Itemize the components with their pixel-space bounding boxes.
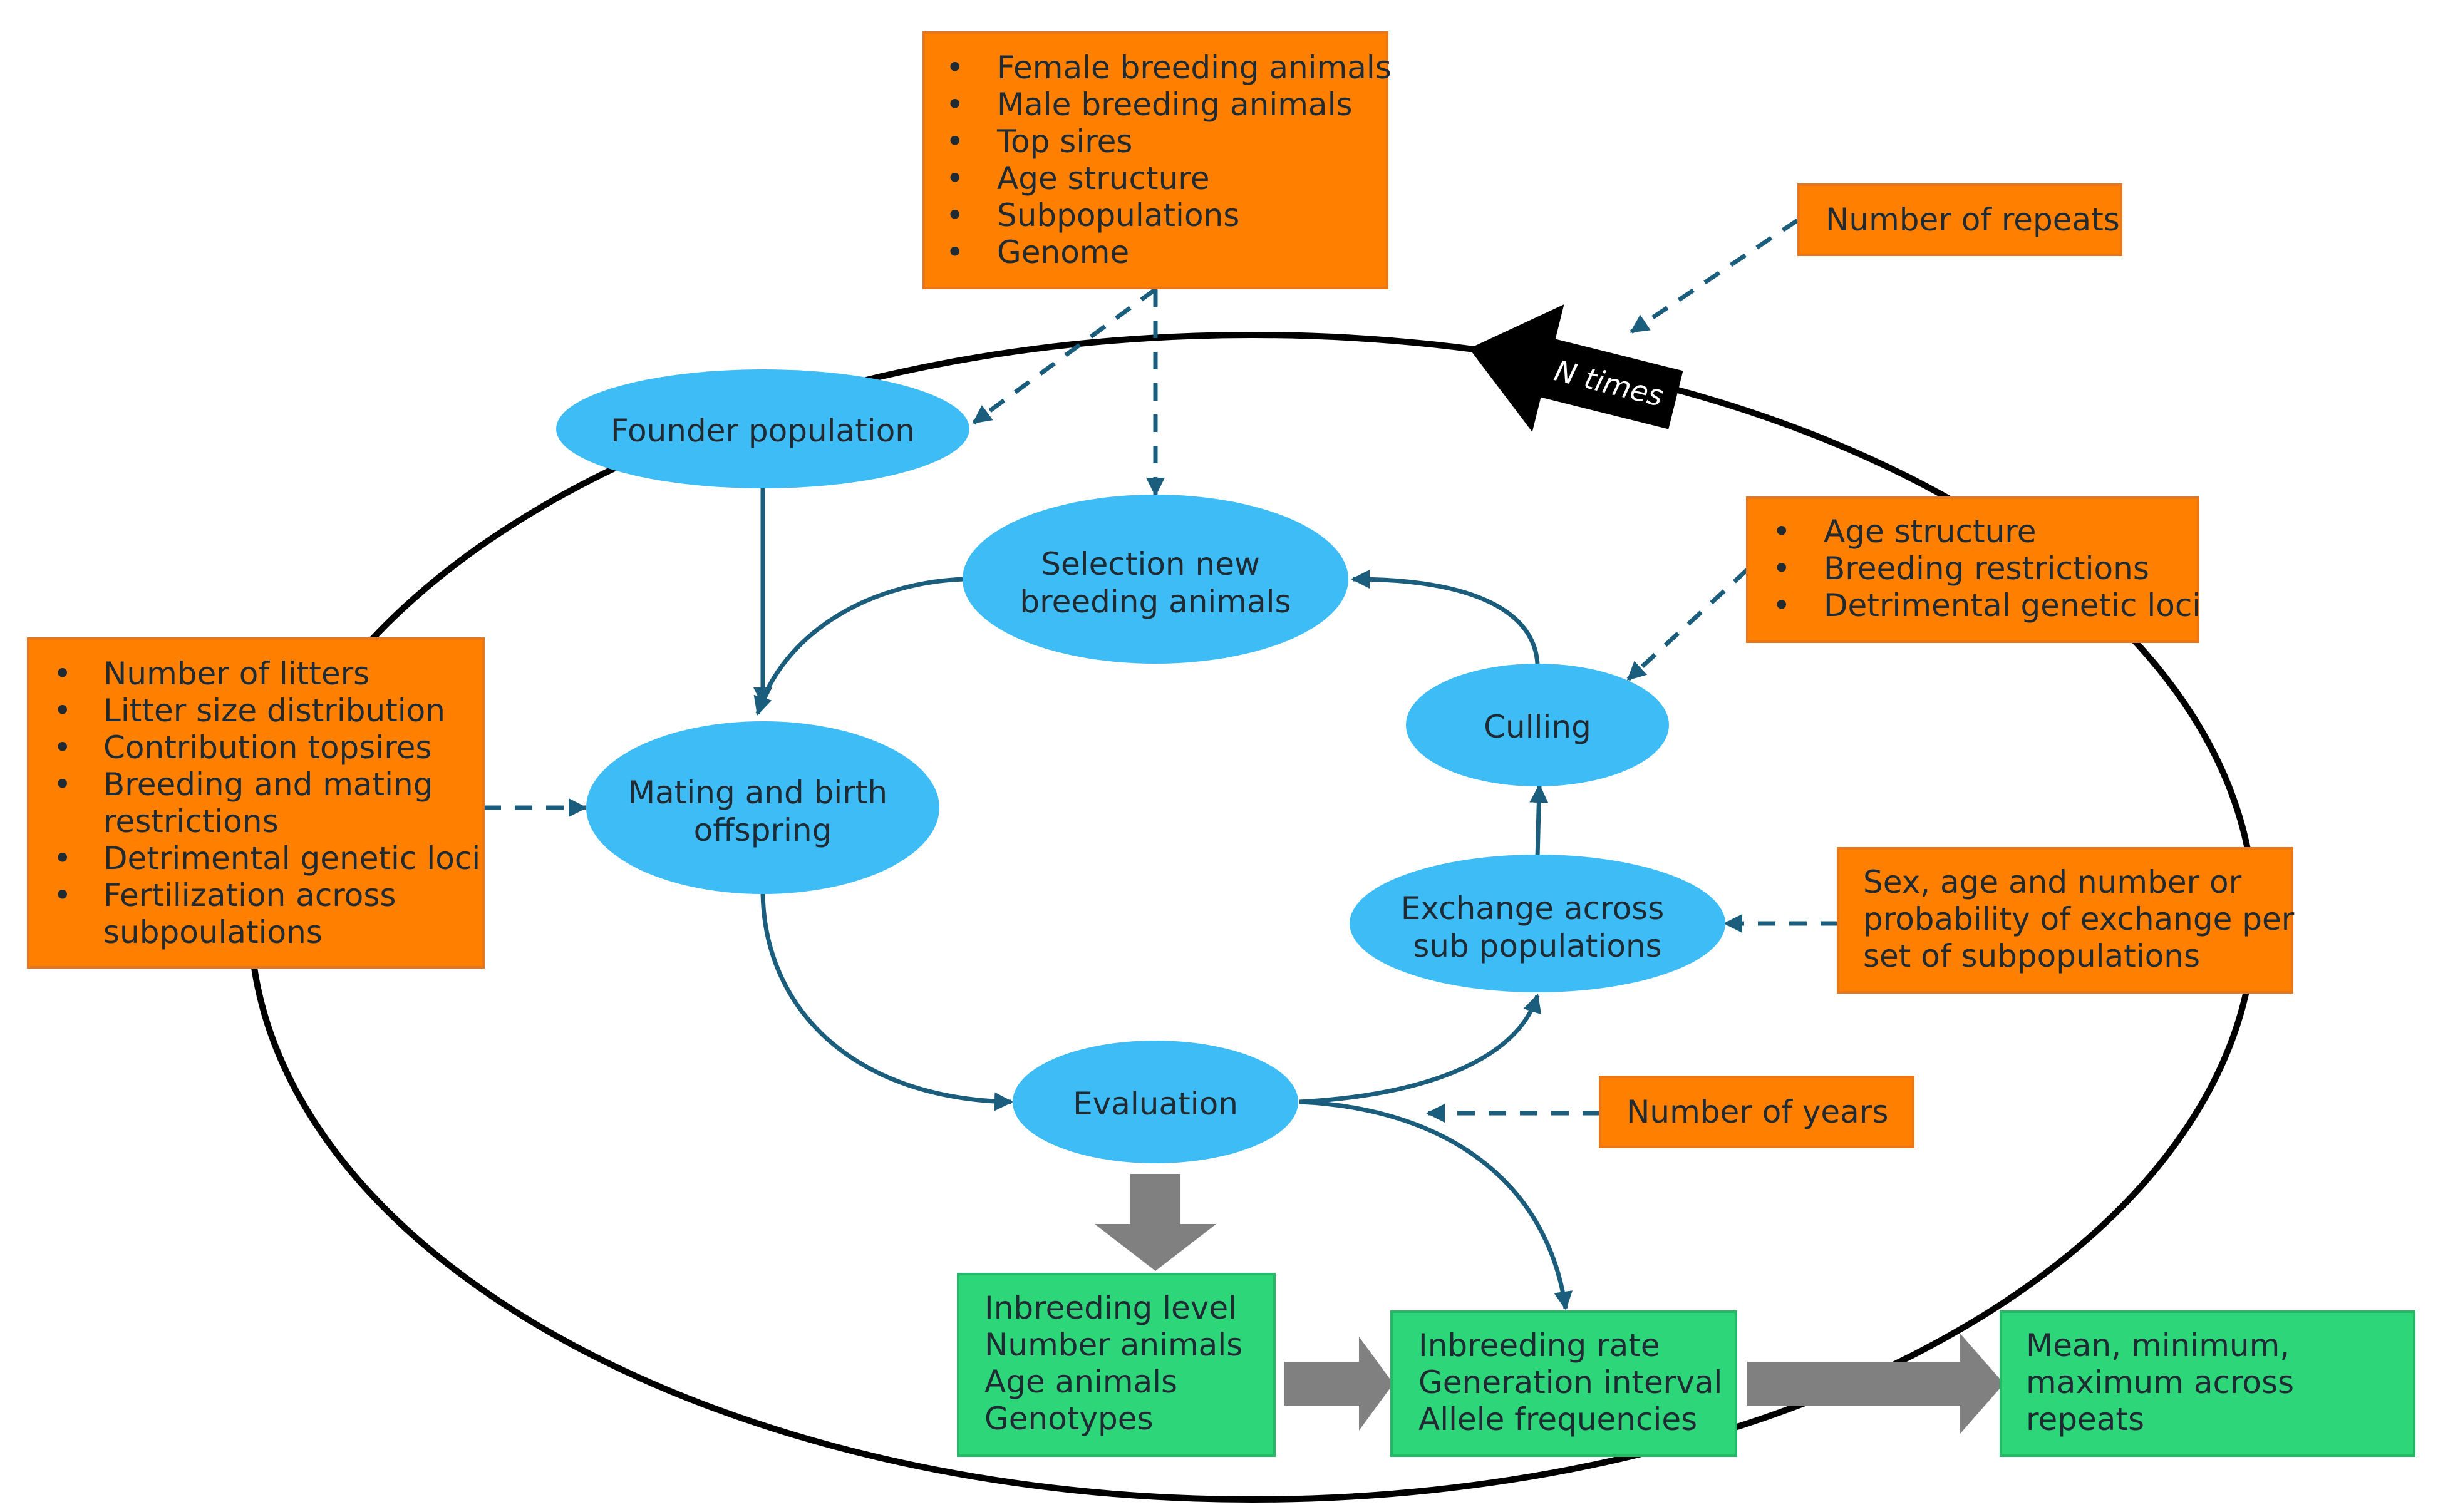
dashed-culling-params-to-culling xyxy=(1626,568,1749,681)
outputs-a-text: Inbreeding level Number animals Age anim… xyxy=(984,1290,1253,1437)
exchange-label: Exchange across sub populations xyxy=(1401,890,1674,964)
dashed-params-to-founder xyxy=(972,287,1157,424)
founder-ellipse xyxy=(556,369,969,488)
exchange-params-text: Sex, age and number or probability of ex… xyxy=(1863,864,2304,974)
box-population-params: •Female breeding animals •Male breeding … xyxy=(922,31,1402,289)
repeats-label: Number of repeats xyxy=(1826,202,2120,238)
gray-arrow-a-to-b xyxy=(1284,1337,1393,1431)
n-times-loop-arrow: N times xyxy=(1469,304,1683,432)
box-number-of-years: Number of years xyxy=(1599,1076,1914,1148)
box-outputs-a: Inbreeding level Number animals Age anim… xyxy=(957,1273,1276,1457)
arrow-mating-to-evaluation xyxy=(760,892,1013,1111)
arrow-selection-to-mating xyxy=(753,577,965,716)
node-mating-and-birth-offspring: Mating and birth offspring xyxy=(586,721,939,894)
mating-label: Mating and birth offspring xyxy=(628,774,897,848)
outputs-a-rect xyxy=(957,1273,1276,1457)
box-mating-params: •Number of litters •Litter size distribu… xyxy=(27,637,490,969)
years-rect xyxy=(1599,1076,1914,1148)
node-founder-population: Founder population xyxy=(556,369,969,488)
process-nodes: Founder population Selection new breedin… xyxy=(556,369,1725,1163)
box-outputs-c: Mean, minimum, maximum across repeats xyxy=(2000,1310,2415,1457)
selection-ellipse xyxy=(963,495,1348,664)
input-connectors xyxy=(483,219,1838,1123)
mating-params-list: •Number of litters •Litter size distribu… xyxy=(53,656,490,950)
node-culling: Culling xyxy=(1406,664,1669,786)
exchange-ellipse xyxy=(1350,855,1725,992)
output-boxes: Inbreeding level Number animals Age anim… xyxy=(957,1273,2415,1457)
selection-label: Selection new breeding animals xyxy=(1020,546,1291,620)
culling-params-list: •Age structure •Breeding restrictions •D… xyxy=(1772,513,2201,624)
box-culling-params: •Age structure •Breeding restrictions •D… xyxy=(1746,496,2201,643)
arrow-exchange-to-culling xyxy=(1529,784,1549,858)
n-times-arrow-shape xyxy=(1469,304,1683,432)
culling-params-rect xyxy=(1746,496,2199,643)
arrow-evaluation-to-outputs-b xyxy=(1299,1099,1573,1310)
node-evaluation: Evaluation xyxy=(1013,1041,1298,1163)
evaluation-ellipse xyxy=(1013,1041,1298,1163)
dashed-repeats-to-loop-arrow xyxy=(1630,219,1799,334)
outputs-c-text: Mean, minimum, maximum across repeats xyxy=(2026,1327,2304,1437)
parameter-boxes: •Female breeding animals •Male breeding … xyxy=(27,31,2304,1148)
population-params-rect xyxy=(922,31,1388,289)
gray-arrow-b-to-c xyxy=(1747,1334,2004,1434)
box-number-of-repeats: Number of repeats xyxy=(1797,183,2122,256)
evaluation-label: Evaluation xyxy=(1073,1086,1238,1122)
node-selection-new-breeding-animals: Selection new breeding animals xyxy=(963,495,1348,664)
repeats-rect xyxy=(1797,183,2122,256)
arrow-evaluation-to-exchange xyxy=(1299,994,1542,1104)
mating-params-rect xyxy=(27,637,485,969)
culling-label: Culling xyxy=(1484,709,1591,745)
exchange-params-rect xyxy=(1837,847,2293,994)
gray-arrow-evaluation-down xyxy=(1095,1174,1216,1271)
years-label: Number of years xyxy=(1626,1094,1888,1130)
box-outputs-b: Inbreeding rate Generation interval Alle… xyxy=(1390,1310,1737,1457)
founder-label: Founder population xyxy=(611,413,915,449)
culling-ellipse xyxy=(1406,664,1669,786)
outputs-b-text: Inbreeding rate Generation interval Alle… xyxy=(1418,1327,1732,1437)
node-exchange-across-sub-populations: Exchange across sub populations xyxy=(1350,855,1725,992)
outputs-c-rect xyxy=(2000,1310,2415,1457)
population-params-list: •Female breeding animals •Male breeding … xyxy=(946,49,1402,270)
mating-ellipse xyxy=(586,721,939,894)
box-exchange-params: Sex, age and number or probability of ex… xyxy=(1837,847,2304,994)
outputs-b-rect xyxy=(1390,1310,1737,1457)
arrow-culling-to-selection xyxy=(1351,570,1540,664)
process-connectors xyxy=(753,488,1573,1310)
output-flow-arrows xyxy=(1095,1174,2004,1434)
